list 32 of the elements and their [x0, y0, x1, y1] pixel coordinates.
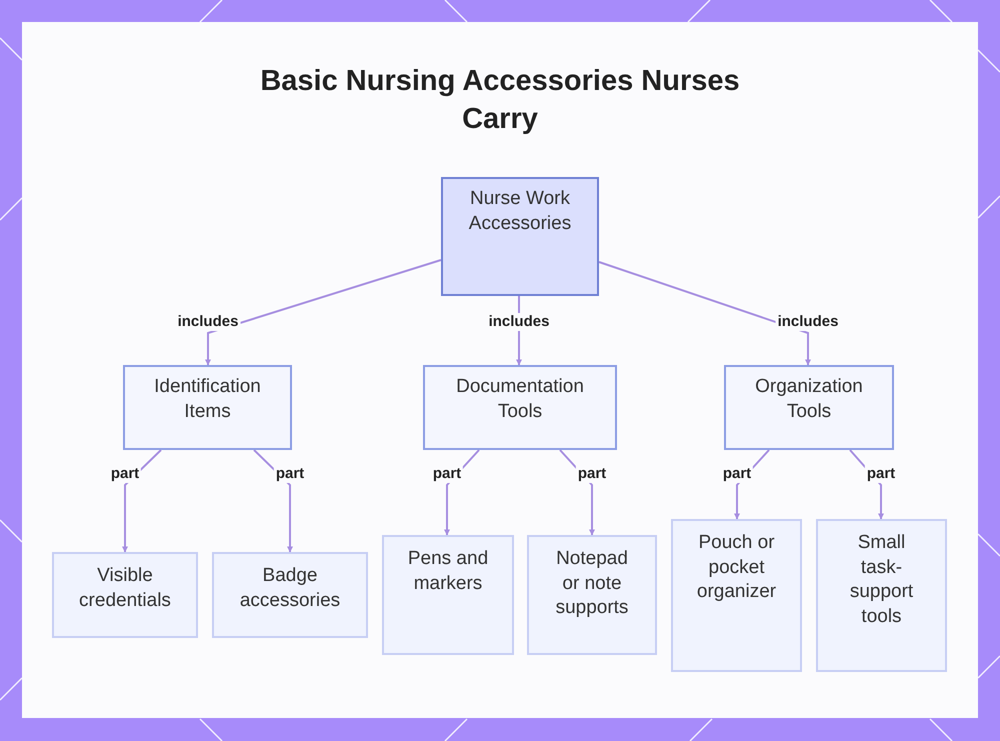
diagram-title: Basic Nursing Accessories Nurses Carry — [259, 64, 741, 137]
item-box — [527, 535, 657, 655]
item-box — [382, 535, 514, 655]
box-label: Visible credentials — [78, 564, 172, 612]
edge-label: part — [864, 465, 898, 483]
edge-label: includes — [486, 313, 552, 331]
category-box — [724, 365, 894, 450]
edge-label: part — [720, 465, 754, 483]
box-label: Badge accessories — [238, 564, 342, 612]
box-label: Identification Items — [153, 375, 262, 424]
box-label: Organization Tools — [754, 375, 864, 424]
connector-arrow — [598, 261, 811, 366]
box-label: Pouch or pocket organizer — [696, 531, 778, 604]
box-label: Small task-support tools — [848, 531, 914, 628]
box-label: Nurse Work Accessories — [468, 187, 572, 236]
item-box — [671, 519, 802, 672]
edge-label: part — [430, 465, 464, 483]
edge-label: includes — [776, 313, 840, 331]
item-box — [212, 552, 368, 638]
box-label: Documentation Tools — [455, 375, 585, 424]
root-concept-box — [441, 177, 599, 296]
category-box — [423, 365, 617, 450]
box-label: Notepad or note supports — [554, 547, 630, 620]
edge-label: part — [274, 465, 306, 483]
edge-label: part — [108, 465, 142, 483]
connector-arrow — [205, 259, 442, 366]
item-box — [816, 519, 947, 672]
edge-label: part — [576, 465, 608, 483]
item-box — [52, 552, 198, 638]
category-box — [123, 365, 292, 450]
edge-label: includes — [176, 313, 240, 331]
box-label: Pens and markers — [406, 547, 490, 596]
